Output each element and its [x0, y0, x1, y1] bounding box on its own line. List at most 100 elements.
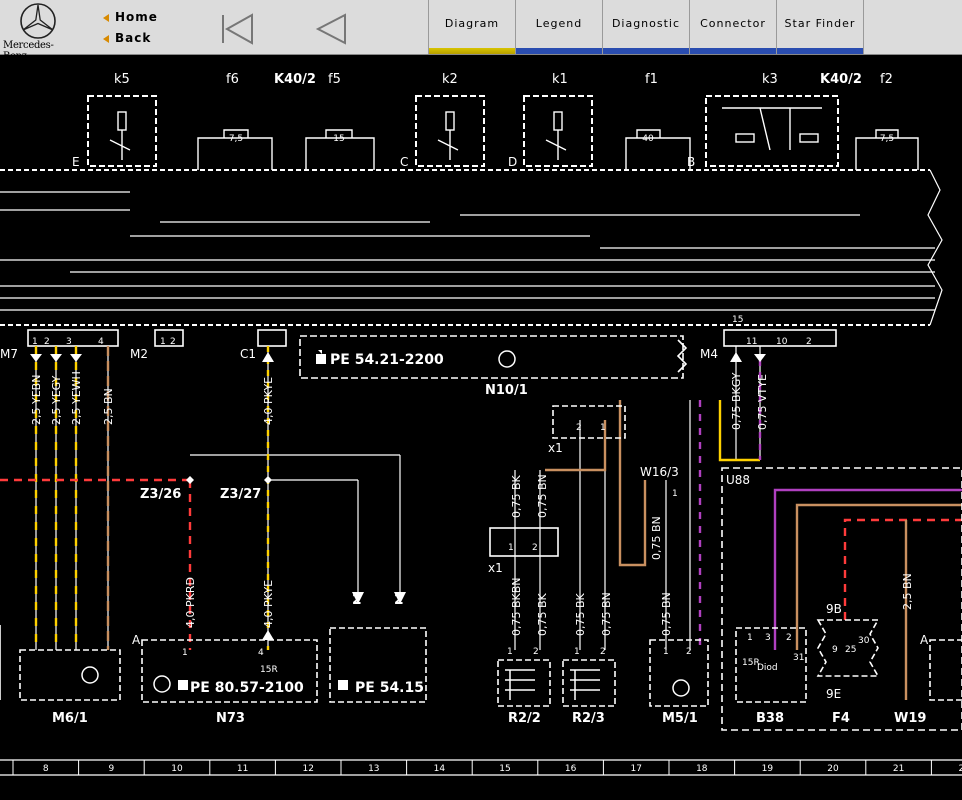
pin: 4 [98, 337, 104, 347]
connector-m7: M7 [0, 347, 18, 361]
tab-bar: Diagram Legend Diagnostic Connector Star… [428, 0, 864, 54]
component-n10-1: N10/1 [485, 383, 528, 398]
pin: 1 [160, 337, 166, 347]
motor-icon [81, 666, 99, 684]
fuse-value: 40 [642, 134, 654, 144]
component-f4: F4 [832, 711, 850, 726]
connector-w16-3: W16/3 [640, 465, 679, 479]
grid-cell-label: 14 [434, 764, 446, 774]
tab-diagnostic[interactable]: Diagnostic [602, 0, 689, 54]
tab-star-finder[interactable]: Star Finder [776, 0, 864, 54]
wire-label: 0,75 VTYE [756, 374, 769, 430]
tab-indicator [603, 48, 689, 54]
wire-label: 4,0 PKYE [262, 580, 275, 628]
electronic-module-icon [153, 675, 171, 693]
f4-pin-9e: 9E [826, 687, 841, 701]
wire-label: 2,5 YEBN [30, 375, 43, 425]
brand-name: Mercedes-Benz [3, 40, 54, 62]
pin: 3 [765, 633, 771, 643]
chevron-left-icon [103, 13, 109, 22]
pin: 3 [66, 337, 72, 347]
wire-label: 0,75 BN [650, 516, 663, 560]
pin: 2 [44, 337, 50, 347]
n73-pin-a: A [132, 633, 141, 647]
block-label: Diod [757, 663, 778, 673]
component-b38: B38 [756, 711, 784, 726]
wire-label: 2,5 BN [102, 388, 115, 425]
tab-label: Diagram [444, 17, 500, 30]
grid-cell-label: 17 [630, 764, 641, 774]
pin: 10 [776, 337, 788, 347]
toolbar: Mercedes-Benz Home Back Diagram Legend D… [0, 0, 962, 62]
wiring-diagram[interactable]: k5 f6 K40/2 f5 k2 k1 f1 k3 K40/2 f2 7,5 … [0, 55, 962, 800]
pin: 9 [832, 645, 838, 655]
ref-pe-54-15: PE 54.15 [355, 680, 424, 696]
back-label: Back [115, 31, 152, 45]
pin: 1 [672, 489, 678, 499]
label-k5: k5 [114, 72, 130, 87]
bus-letter: E [72, 155, 80, 169]
tab-indicator [429, 48, 515, 54]
ref-n73: PE 80.57-2100 [190, 680, 304, 696]
home-link[interactable]: Home [103, 10, 158, 28]
grid-cell-label: 8 [43, 764, 49, 774]
pin: 2 [686, 647, 692, 657]
bus-letter: D [508, 155, 517, 169]
pin: 1 [663, 647, 669, 657]
reference-hand-icon [178, 350, 348, 690]
tab-label: Legend [535, 17, 583, 30]
label-k2: k2 [442, 72, 458, 87]
tab-connector[interactable]: Connector [689, 0, 776, 54]
electronic-module-icon [498, 350, 516, 368]
label-k1: k1 [552, 72, 568, 87]
grid-cell-label: 16 [565, 764, 577, 774]
grid-cell-label: 10 [171, 764, 183, 774]
chevron-left-icon [103, 34, 109, 43]
wire-label: 2,5 BN [901, 573, 914, 610]
tab-legend[interactable]: Legend [515, 0, 602, 54]
b38-pin-a: A [920, 633, 929, 647]
pin: 1 [508, 543, 514, 553]
tab-label: Star Finder [784, 17, 856, 30]
arrow-label: 2 [352, 592, 362, 608]
heater-element-icon [505, 669, 535, 700]
tab-label: Connector [700, 17, 766, 30]
pin: 2 [576, 423, 582, 433]
home-label: Home [115, 10, 158, 24]
grid-cell-label: 19 [762, 764, 774, 774]
label-k3: k3 [762, 72, 778, 87]
grid-cell-label: 9 [109, 764, 115, 774]
back-link[interactable]: Back [103, 31, 151, 49]
component-r2-3: R2/3 [572, 711, 605, 726]
skip-first-icon [222, 13, 253, 45]
bus-letter: B [687, 155, 695, 169]
pin: 15 [732, 315, 743, 325]
pin: 15R [260, 665, 278, 675]
grid-cell-label: 12 [302, 764, 313, 774]
first-page-button[interactable] [218, 12, 258, 46]
f4-pin-9b: 9B [826, 602, 842, 616]
connector-u88: U88 [726, 473, 750, 487]
wire-label: 0,75 BKBN [510, 577, 523, 636]
mercedes-star-icon [20, 3, 56, 39]
grid-cell-label: 21 [893, 764, 904, 774]
previous-icon [315, 13, 346, 45]
component-w19: W19 [894, 711, 926, 726]
pin: 1 [32, 337, 38, 347]
pin: 2 [786, 633, 792, 643]
grid-cell-label: 13 [368, 764, 379, 774]
wire-label: 2,5 YEWH [70, 371, 83, 425]
fuse-value: 7,5 [880, 134, 894, 144]
ref-n10-1: PE 54.21-2200 [330, 352, 444, 368]
pin: 4 [258, 648, 264, 658]
tab-indicator [690, 48, 776, 54]
tab-diagram[interactable]: Diagram [428, 0, 515, 54]
pin: 25 [845, 645, 856, 655]
connector-m4: M4 [700, 347, 718, 361]
pin: 1 [507, 647, 513, 657]
grid-cell-label: 20 [827, 764, 839, 774]
pin: 2 [806, 337, 812, 347]
fuse-value: 7,5 [229, 134, 243, 144]
grid-ruler: 8910111213141516171819202122 [0, 759, 962, 776]
previous-page-button[interactable] [311, 12, 351, 46]
